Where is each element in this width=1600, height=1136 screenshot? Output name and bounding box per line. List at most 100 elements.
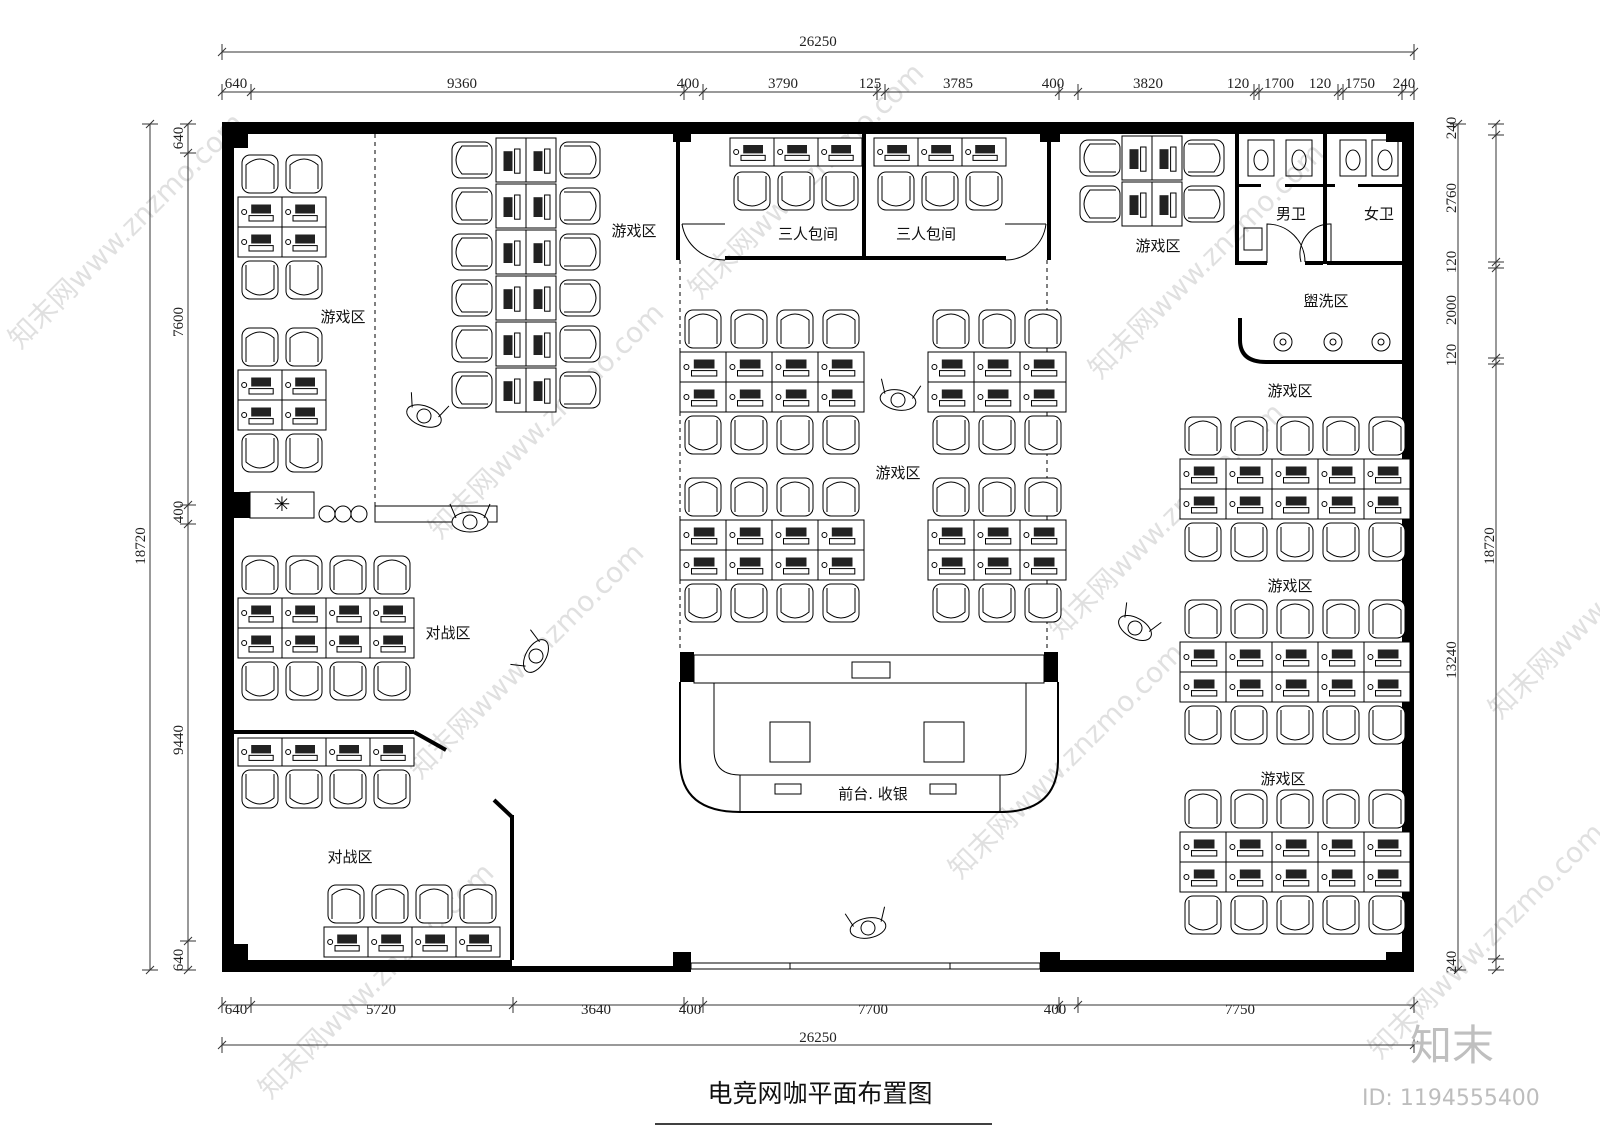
dim-bottom-segment: 7750	[1225, 1002, 1255, 1018]
chair	[965, 171, 1003, 211]
room-label-female-wc: 女卫	[1364, 205, 1394, 223]
computer-desk	[917, 137, 963, 167]
chair	[1230, 789, 1268, 829]
computer-desk	[973, 549, 1021, 581]
column	[673, 122, 691, 142]
computer-desk	[771, 351, 819, 383]
chair	[451, 187, 493, 225]
computer-desk	[1019, 381, 1067, 413]
chair	[1322, 705, 1360, 745]
chair	[241, 260, 279, 300]
stool	[318, 505, 336, 523]
dim-top-segment: 3790	[768, 76, 798, 92]
computer-desk	[679, 381, 727, 413]
column	[222, 122, 248, 148]
chair	[559, 233, 601, 271]
computer-desk	[1363, 458, 1411, 490]
dim-right-segment: 13240	[1444, 641, 1460, 679]
chair	[329, 769, 367, 809]
chair	[776, 477, 814, 517]
chair	[241, 154, 279, 194]
chair	[822, 477, 860, 517]
dim-top-total: 26250	[799, 34, 837, 50]
computer-desk	[237, 627, 283, 659]
chair	[684, 477, 722, 517]
door-swing	[1299, 223, 1332, 263]
chair	[451, 371, 493, 409]
chair	[932, 477, 970, 517]
computer-desk	[1179, 831, 1227, 863]
column	[1386, 122, 1414, 142]
dim-top-segment: 240	[1393, 76, 1416, 92]
chair	[932, 583, 970, 623]
computer-desk	[973, 381, 1021, 413]
computer-desk	[281, 627, 327, 659]
computer-desk	[817, 137, 863, 167]
person-figure	[406, 392, 450, 428]
chair	[559, 187, 601, 225]
stool	[350, 505, 368, 523]
outer-wall-right	[1402, 122, 1414, 972]
fan-icon: ✳	[274, 492, 291, 516]
chair	[1230, 705, 1268, 745]
dim-top-segment: 120	[1309, 76, 1332, 92]
desk-end	[1044, 652, 1058, 682]
room-label-game: 游戏区	[1260, 770, 1305, 788]
computer-desk	[961, 137, 1007, 167]
computer-desk	[237, 597, 283, 629]
computer-desk	[973, 351, 1021, 383]
fridge	[249, 491, 315, 519]
computer-desk	[1179, 641, 1227, 673]
computer-desk	[1179, 671, 1227, 703]
chair	[241, 769, 279, 809]
chair	[822, 415, 860, 455]
chair	[978, 477, 1016, 517]
computer-desk	[1363, 831, 1411, 863]
chair	[241, 661, 279, 701]
chair	[730, 415, 768, 455]
computer-desk	[1271, 671, 1319, 703]
dim-bottom-total: 26250	[799, 1030, 837, 1046]
dim-left-segment: 640	[171, 127, 187, 150]
dim-top-segment: 400	[1042, 76, 1065, 92]
computer-desk	[495, 321, 527, 367]
computer-desk	[237, 737, 283, 767]
chair	[1184, 895, 1222, 935]
room-label-game: 游戏区	[1135, 237, 1180, 255]
dim-left-segment: 7600	[171, 307, 187, 337]
private-room-wall	[676, 134, 680, 260]
column	[1040, 122, 1060, 142]
chair	[921, 171, 959, 211]
computer-desk	[1225, 831, 1273, 863]
person-figure	[510, 629, 549, 673]
room-label-battle: 对战区	[327, 848, 372, 866]
chair	[459, 884, 497, 924]
id-watermark: ID: 1194555400	[1362, 1086, 1540, 1111]
toilets	[1243, 139, 1399, 251]
dim-bottom-segment: 5720	[366, 1002, 396, 1018]
computer-desk	[1225, 458, 1273, 490]
computer-desk	[927, 351, 975, 383]
sink	[851, 661, 891, 679]
dim-right-total: 18720	[1482, 527, 1498, 565]
chair	[822, 583, 860, 623]
chair	[329, 555, 367, 595]
chair	[776, 415, 814, 455]
computer-desk	[325, 737, 371, 767]
dim-bottom-segment: 3640	[581, 1002, 611, 1018]
computer-desk	[1363, 861, 1411, 893]
computer-desk	[237, 399, 283, 431]
chair	[371, 884, 409, 924]
chair	[1276, 895, 1314, 935]
chair	[733, 171, 771, 211]
chair	[241, 433, 279, 473]
watermark-text: 知末网www.znzmo.com	[1482, 476, 1600, 725]
person-figure	[1118, 602, 1162, 641]
computer-desk	[281, 399, 327, 431]
dimensions-left: 18720 640 7600 400 9440 640	[133, 127, 187, 972]
chair	[1183, 185, 1225, 223]
chair	[285, 327, 323, 367]
chair	[932, 309, 970, 349]
dim-top-segment: 9360	[447, 76, 477, 92]
